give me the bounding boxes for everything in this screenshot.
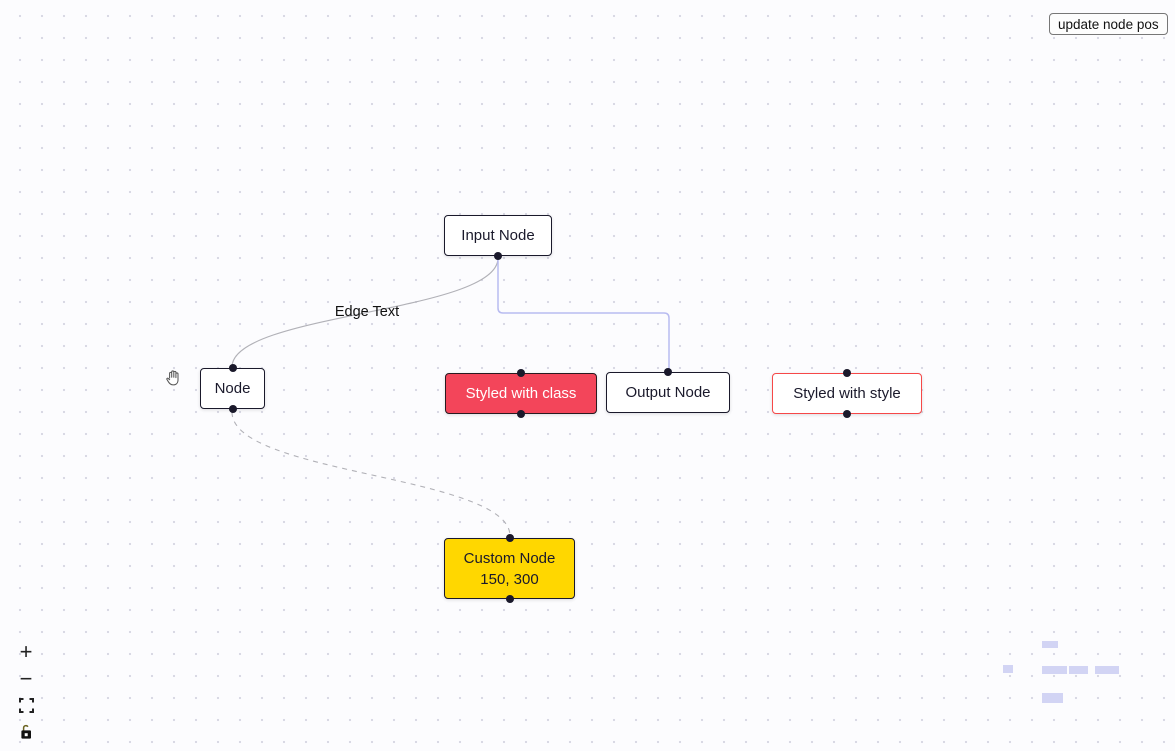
node-styled-with-class-label: Styled with class (465, 385, 577, 402)
fit-view-icon (18, 695, 34, 717)
edge-label[interactable]: Edge Text (334, 304, 400, 320)
node-custom-label: Custom Node (463, 549, 556, 567)
node-output-label: Output Node (625, 384, 711, 401)
node-custom-position: 150, 300 (480, 570, 539, 588)
handle-source-bottom[interactable] (505, 595, 514, 603)
lock-toggle-button[interactable] (13, 719, 39, 746)
edge-dashed-node-to-custom[interactable] (231, 411, 511, 537)
minimap-node-output (1069, 666, 1088, 674)
node-styled-with-style[interactable]: Styled with style (772, 369, 922, 418)
node-output[interactable]: Output Node (606, 368, 730, 413)
handle-target-top[interactable] (228, 364, 237, 372)
update-node-pos-button[interactable]: update node pos (1049, 13, 1168, 35)
node-custom[interactable]: Custom Node 150, 300 (444, 534, 575, 603)
grab-hand-cursor (164, 369, 181, 391)
minimap-node-default (1003, 665, 1013, 673)
handle-source-bottom[interactable] (843, 410, 851, 418)
node-default-label: Node (214, 380, 251, 397)
node-input[interactable]: Input Node (444, 215, 552, 260)
node-input-label: Input Node (461, 227, 535, 244)
edge-step-input-to-output[interactable] (497, 258, 670, 370)
handle-source-bottom[interactable] (494, 252, 502, 260)
node-default[interactable]: Node (200, 364, 265, 413)
minimap-node-custom (1042, 693, 1063, 703)
minimap-node-styled-with-class (1042, 666, 1067, 674)
handle-source-bottom[interactable] (228, 405, 237, 413)
fit-view-button[interactable] (13, 692, 39, 719)
minimap[interactable] (985, 625, 1175, 751)
zoom-in-button[interactable]: + (13, 638, 39, 665)
minus-icon: − (19, 665, 33, 691)
node-styled-with-style-label: Styled with style (793, 385, 901, 402)
lock-icon (19, 722, 33, 744)
handle-target-top[interactable] (517, 369, 525, 377)
plus-icon: + (19, 638, 33, 664)
handle-target-top[interactable] (843, 369, 851, 377)
zoom-out-button[interactable]: − (13, 665, 39, 692)
node-styled-with-class[interactable]: Styled with class (445, 369, 597, 418)
zoom-controls: + − (13, 638, 39, 746)
handle-source-bottom[interactable] (517, 410, 525, 418)
minimap-node-styled-with-style (1095, 666, 1119, 674)
handle-target-top[interactable] (505, 534, 514, 542)
handle-target-top[interactable] (664, 368, 672, 376)
minimap-node-input (1042, 641, 1058, 648)
